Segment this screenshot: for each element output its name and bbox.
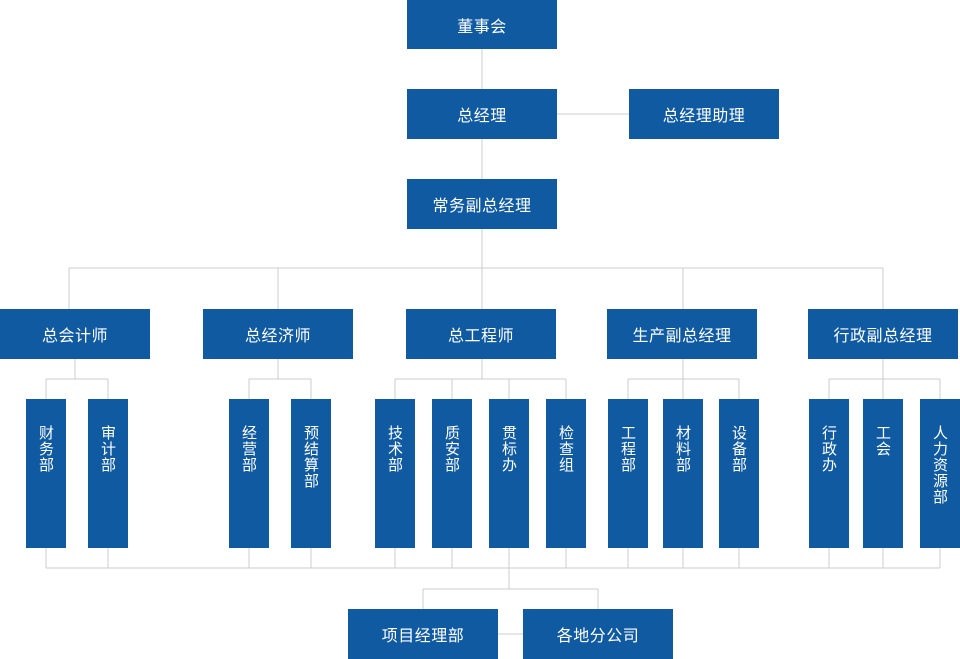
dept-inspection-group[interactable]: 检查组	[546, 399, 586, 548]
dept-equipment[interactable]: 设备部	[719, 399, 759, 548]
dept-label: 工程部	[619, 425, 637, 473]
dept-label: 材料部	[674, 425, 692, 473]
dept-budget-settlement[interactable]: 预结算部	[291, 399, 331, 548]
dept-label: 技术部	[386, 425, 404, 473]
dept-label: 行政办	[820, 425, 838, 473]
dept-standards-office[interactable]: 贯标办	[489, 399, 529, 548]
dept-label: 贯标办	[500, 425, 518, 473]
dept-human-resources[interactable]: 人力资源部	[920, 399, 960, 548]
admin-vp-node[interactable]: 行政副总经理	[808, 309, 958, 359]
dept-label: 审计部	[99, 425, 117, 473]
gm-node[interactable]: 总经理	[407, 89, 557, 139]
gm-assistant-node[interactable]: 总经理助理	[629, 89, 779, 139]
exec-vp-node[interactable]: 常务副总经理	[407, 179, 557, 229]
dept-label: 人力资源部	[931, 425, 949, 505]
dept-operations[interactable]: 经营部	[229, 399, 269, 548]
dept-technology[interactable]: 技术部	[375, 399, 415, 548]
chief-engineer-node[interactable]: 总工程师	[406, 309, 556, 359]
dept-quality-safety[interactable]: 质安部	[432, 399, 472, 548]
dept-label: 经营部	[240, 425, 258, 473]
regional-branches-node[interactable]: 各地分公司	[523, 609, 673, 659]
production-vp-node[interactable]: 生产副总经理	[607, 309, 757, 359]
dept-labor-union[interactable]: 工会	[863, 399, 903, 548]
dept-label: 预结算部	[302, 425, 320, 489]
dept-finance[interactable]: 财务部	[26, 399, 66, 548]
board-node[interactable]: 董事会	[407, 0, 557, 49]
dept-audit[interactable]: 审计部	[88, 399, 128, 548]
chief-accountant-node[interactable]: 总会计师	[0, 309, 150, 359]
dept-label: 工会	[874, 425, 892, 457]
chief-economist-node[interactable]: 总经济师	[203, 309, 353, 359]
dept-label: 财务部	[37, 425, 55, 473]
dept-label: 质安部	[443, 425, 461, 473]
dept-label: 检查组	[557, 425, 575, 473]
project-manager-dept-node[interactable]: 项目经理部	[348, 609, 498, 659]
dept-admin-office[interactable]: 行政办	[809, 399, 849, 548]
dept-label: 设备部	[730, 425, 748, 473]
dept-materials[interactable]: 材料部	[663, 399, 703, 548]
dept-engineering[interactable]: 工程部	[608, 399, 648, 548]
